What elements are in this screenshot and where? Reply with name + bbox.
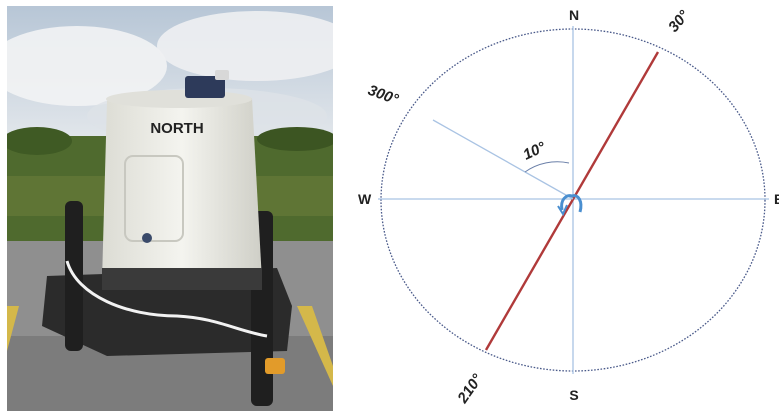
- housing-panel: [124, 155, 184, 242]
- device-label: NORTH: [150, 120, 203, 137]
- bearing-label-30: 30°: [665, 7, 693, 36]
- cardinal-west: W: [358, 191, 372, 207]
- tree: [7, 127, 72, 155]
- cable: [65, 260, 268, 338]
- angle-label: 10°: [521, 138, 550, 163]
- cloud: [7, 26, 167, 106]
- compass-diagram: N S W E 30° 300° 210° 10°: [340, 0, 779, 412]
- instrument-photo: NORTH: [7, 6, 333, 411]
- tree: [257, 127, 333, 151]
- cardinal-south: S: [569, 387, 578, 403]
- bearing-label-210: 210°: [454, 370, 487, 407]
- bearing-line-300: [432, 119, 574, 200]
- housing-logo: [142, 233, 152, 243]
- bearing-label-300: 300°: [366, 82, 402, 109]
- top-sensor-cap: [215, 70, 229, 80]
- angle-arc: [524, 161, 570, 173]
- bearing-line-30-210: [484, 51, 660, 351]
- top-sensor: [185, 76, 225, 98]
- cardinal-east: E: [774, 191, 779, 207]
- instrument-photo-svg: NORTH: [7, 6, 333, 411]
- compass-svg: N S W E 30° 300° 210° 10°: [358, 7, 779, 408]
- cloud: [157, 11, 333, 81]
- orange-tag: [265, 358, 285, 374]
- cardinal-north: N: [569, 7, 579, 23]
- pavement-stripe: [7, 306, 19, 351]
- pavement-stripe: [297, 306, 333, 386]
- housing-skirt: [102, 268, 262, 290]
- housing-top: [106, 90, 252, 108]
- center-arrow-icon: [557, 194, 583, 217]
